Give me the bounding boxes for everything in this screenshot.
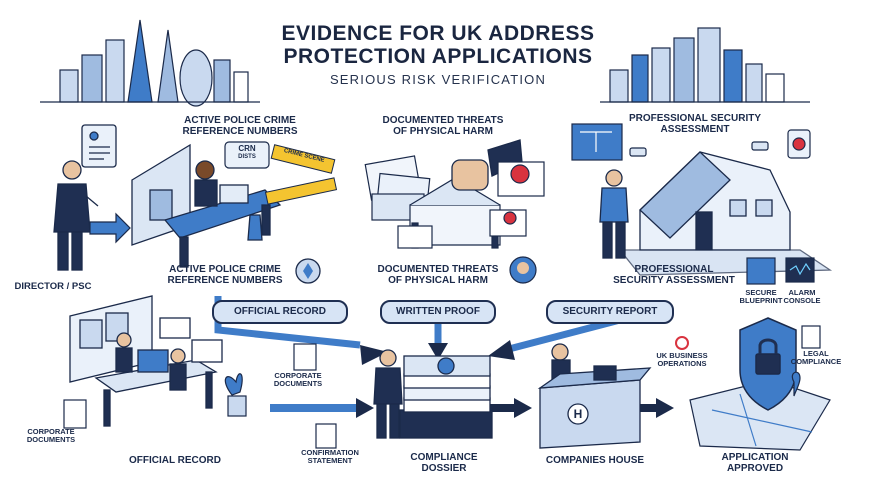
confirmation-statement-label: CONFIRMATION STATEMENT xyxy=(290,448,370,466)
crn-badge-text: CRN DISTS xyxy=(225,144,269,160)
map-pin-icon xyxy=(791,371,801,397)
fist-icon xyxy=(451,139,523,191)
house-icon xyxy=(618,151,833,276)
police-office-icon xyxy=(131,143,282,268)
security-top-label: PROFESSIONAL SECURITY ASSESSMENT xyxy=(620,113,770,135)
official-record-pill: OFFICIAL RECORD xyxy=(212,300,348,324)
uk-business-label: UK BUSINESS OPERATIONS xyxy=(644,351,720,369)
alarm-console-label: ALARM CONSOLE xyxy=(780,288,824,306)
angry-email-icon xyxy=(397,161,545,249)
police-bottom-label: ACTIVE POLICE CRIME REFERENCE NUMBERS xyxy=(150,264,300,286)
police-bottom-line2: REFERENCE NUMBERS xyxy=(167,275,283,286)
uk-business-line2: OPERATIONS xyxy=(657,359,707,369)
dossier-label: COMPLIANCE DOSSIER xyxy=(396,452,492,474)
secure-blueprint-line2: BLUEPRINT xyxy=(739,296,783,306)
flow-arrows-icon xyxy=(214,296,674,418)
crn-badge-line2: DISTS xyxy=(238,153,256,160)
crn-badge-line1: CRN xyxy=(238,144,256,153)
blueprint-icon xyxy=(571,123,623,161)
approval-map-icon xyxy=(689,379,831,451)
plant-icon xyxy=(224,373,247,417)
companies-house-label: COMPANIES HOUSE xyxy=(545,455,645,466)
police-badge-icon xyxy=(295,258,321,284)
approved-line1: APPLICATION xyxy=(721,452,789,463)
uk-flag-icon xyxy=(675,336,689,350)
legal-doc-icon xyxy=(801,325,821,349)
corporate-docs-left-line2: DOCUMENTS xyxy=(26,435,76,445)
secure-blueprint-line1: SECURE xyxy=(745,288,777,297)
approved-line2: APPROVED xyxy=(726,463,784,474)
threats-bottom-line1: DOCUMENTED THREATS xyxy=(377,264,499,275)
director-person-icon xyxy=(53,160,99,271)
dossier-person-icon xyxy=(373,349,403,439)
police-bottom-line1: ACTIVE POLICE CRIME xyxy=(169,264,281,275)
left-skyline-icon xyxy=(40,19,260,107)
corporate-docs-left-icon xyxy=(63,399,87,429)
confirmation-line1: CONFIRMATION xyxy=(301,448,359,457)
police-top-label: ACTIVE POLICE CRIME REFERENCE NUMBERS xyxy=(170,115,310,137)
dossier-line2: DOSSIER xyxy=(421,463,467,474)
director-label: DIRECTOR / PSC xyxy=(14,281,92,292)
office-meeting-icon xyxy=(69,295,223,427)
document-icon xyxy=(81,124,117,168)
security-guard-icon xyxy=(599,169,629,259)
threats-bottom-label: DOCUMENTED THREATS OF PHYSICAL HARM xyxy=(368,264,508,286)
secure-blueprint-icon xyxy=(746,257,776,285)
official-record-label: OFFICIAL RECORD xyxy=(128,455,222,466)
threat-person-icon xyxy=(509,256,537,284)
security-bottom-label: PROFESSIONAL SECURITY ASSESSMENT xyxy=(604,264,744,286)
security-camera-icon xyxy=(629,141,769,157)
crn-badge-icon xyxy=(224,141,270,169)
police-top-line2: REFERENCE NUMBERS xyxy=(182,126,298,137)
written-proof-pill: WRITTEN PROOF xyxy=(380,300,496,324)
application-approved-label: APPLICATION APPROVED xyxy=(700,452,810,474)
corporate-docs-mid-icon xyxy=(293,343,317,371)
corporate-docs-left-line1: CORPORATE xyxy=(27,427,75,436)
security-bottom-line2: SECURITY ASSESSMENT xyxy=(613,275,735,286)
legal-line1: LEGAL xyxy=(803,349,829,358)
corporate-docs-mid-label: CORPORATE DOCUMENTS xyxy=(258,371,338,389)
crime-scene-tape-icon xyxy=(264,144,338,205)
desk-logo-text: H xyxy=(573,407,583,421)
companies-house-desk-icon xyxy=(537,343,652,449)
page-title-line1: EVIDENCE FOR UK ADDRESS xyxy=(281,22,595,45)
corporate-docs-mid-line2: DOCUMENTS xyxy=(273,379,323,389)
page-title-line2: PROTECTION APPLICATIONS xyxy=(283,45,593,68)
director-arrow-icon xyxy=(89,212,131,244)
secure-blueprint-label: SECURE BLUEPRINT xyxy=(738,288,784,306)
dossier-icon xyxy=(399,355,493,439)
security-report-pill: SECURITY REPORT xyxy=(546,300,674,324)
threats-bottom-line2: OF PHYSICAL HARM xyxy=(388,275,488,286)
right-skyline-icon xyxy=(600,27,810,103)
legal-compliance-label: LEGAL COMPLIANCE xyxy=(786,349,846,367)
threats-top-line1: DOCUMENTED THREATS xyxy=(382,115,504,126)
police-top-line1: ACTIVE POLICE CRIME xyxy=(184,115,296,126)
dossier-line1: COMPLIANCE xyxy=(410,452,478,463)
security-top-line1: PROFESSIONAL SECURITY xyxy=(628,113,762,124)
corporate-docs-left-label: CORPORATE DOCUMENTS xyxy=(16,427,86,445)
uk-business-line1: UK BUSINESS xyxy=(656,351,708,360)
legal-line2: COMPLIANCE xyxy=(790,357,842,367)
alarm-console-line1: ALARM xyxy=(788,288,816,297)
alarm-icon xyxy=(787,129,811,159)
shield-lock-icon xyxy=(739,317,797,411)
threats-top-label: DOCUMENTED THREATS OF PHYSICAL HARM xyxy=(378,115,508,137)
page-subtitle: SERIOUS RISK VERIFICATION xyxy=(329,72,547,87)
threats-top-line2: OF PHYSICAL HARM xyxy=(393,126,493,137)
confirmation-line2: STATEMENT xyxy=(307,456,353,466)
alarm-console-line2: CONSOLE xyxy=(783,296,821,306)
security-top-line2: ASSESSMENT xyxy=(660,124,730,135)
security-bottom-line1: PROFESSIONAL xyxy=(634,264,714,275)
confirmation-statement-icon xyxy=(315,423,337,449)
corporate-docs-mid-line1: CORPORATE xyxy=(274,371,322,380)
alarm-console-icon xyxy=(785,257,815,283)
